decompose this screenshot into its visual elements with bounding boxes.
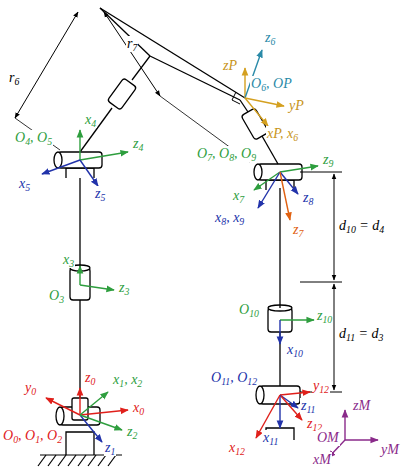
frame-label: z9 bbox=[322, 152, 334, 168]
frame-label: x8, x9 bbox=[214, 210, 245, 226]
frame-label: O0, O1, O2 bbox=[2, 428, 63, 444]
ground bbox=[38, 455, 122, 466]
frame-label: z11 bbox=[300, 398, 317, 414]
frame-label: r6 bbox=[8, 70, 20, 86]
frame-label: z4 bbox=[132, 136, 144, 152]
frame-label: O7, O8, O9 bbox=[196, 146, 257, 162]
frame-label: z1 bbox=[104, 440, 116, 456]
frame-label: z2 bbox=[126, 424, 138, 440]
frame-label: z3 bbox=[118, 280, 130, 296]
frame-label: x11 bbox=[262, 430, 279, 446]
frame-label: z5 bbox=[94, 186, 106, 202]
frame-label: x7 bbox=[232, 188, 245, 204]
frame-label: xP, x6 bbox=[266, 126, 299, 142]
frame-label: yM bbox=[380, 442, 400, 458]
frame-label: y0 bbox=[24, 380, 37, 396]
platform bbox=[100, 8, 245, 104]
frame-label: O3 bbox=[48, 288, 65, 304]
frame-label: x12 bbox=[228, 440, 246, 456]
frame-label: x3 bbox=[62, 252, 75, 268]
frame-axes bbox=[42, 50, 378, 458]
frame-label: z0 bbox=[84, 370, 96, 386]
frame-label: zP bbox=[222, 58, 238, 74]
frame-label: y12 bbox=[312, 378, 330, 394]
frame-label: x0 bbox=[132, 400, 145, 416]
frame-label: d11 = d3 bbox=[338, 326, 384, 342]
frame-label: z7 bbox=[292, 222, 304, 238]
frame-label: O11, O12 bbox=[210, 370, 258, 386]
frame-label: x10 bbox=[286, 342, 304, 358]
frame-label: O6, OP bbox=[250, 76, 293, 92]
frame-label: zM bbox=[352, 398, 371, 414]
frame-label: xM bbox=[312, 452, 332, 468]
frame-label: d10 = d4 bbox=[338, 218, 385, 234]
frame-label: yP bbox=[288, 98, 305, 114]
left-leg bbox=[54, 56, 150, 455]
right-leg bbox=[240, 100, 302, 440]
frame-label: OM bbox=[316, 430, 340, 446]
frame-label: x1, x2 bbox=[112, 372, 143, 388]
frame-label: z8 bbox=[302, 190, 314, 206]
frame-label: x4 bbox=[84, 112, 97, 128]
frame-label: r7 bbox=[126, 36, 138, 52]
frame-label: z6 bbox=[264, 30, 276, 46]
dimension-lines bbox=[15, 12, 342, 392]
frame-label: z10 bbox=[316, 308, 333, 324]
frame-label: O4, O5 bbox=[14, 130, 53, 146]
frame-label: O10 bbox=[238, 302, 260, 318]
frame-label: x5 bbox=[18, 176, 31, 192]
